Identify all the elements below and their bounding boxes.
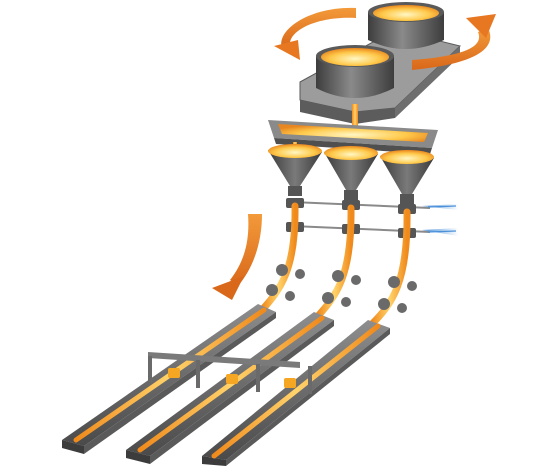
tundish-icon — [268, 120, 438, 154]
funnel-mold-icon — [324, 146, 378, 200]
ladle-icon — [368, 2, 444, 49]
water-spray-icon — [422, 204, 458, 210]
water-spray-icon — [422, 228, 458, 236]
cutting-frame — [148, 352, 312, 394]
rotation-arrow-left-icon — [274, 7, 356, 60]
runout-rail — [202, 320, 390, 466]
pour-stream — [352, 104, 358, 126]
strand-icon — [368, 208, 417, 328]
ladle-icon — [316, 45, 394, 98]
funnel-mold-icon — [268, 144, 322, 196]
funnel-mold-icon — [380, 150, 434, 204]
flow-direction-arrow-icon — [212, 214, 262, 300]
strand-icon — [258, 202, 305, 314]
strand-icon — [314, 204, 361, 320]
rotation-arrow-right-icon — [412, 14, 496, 70]
